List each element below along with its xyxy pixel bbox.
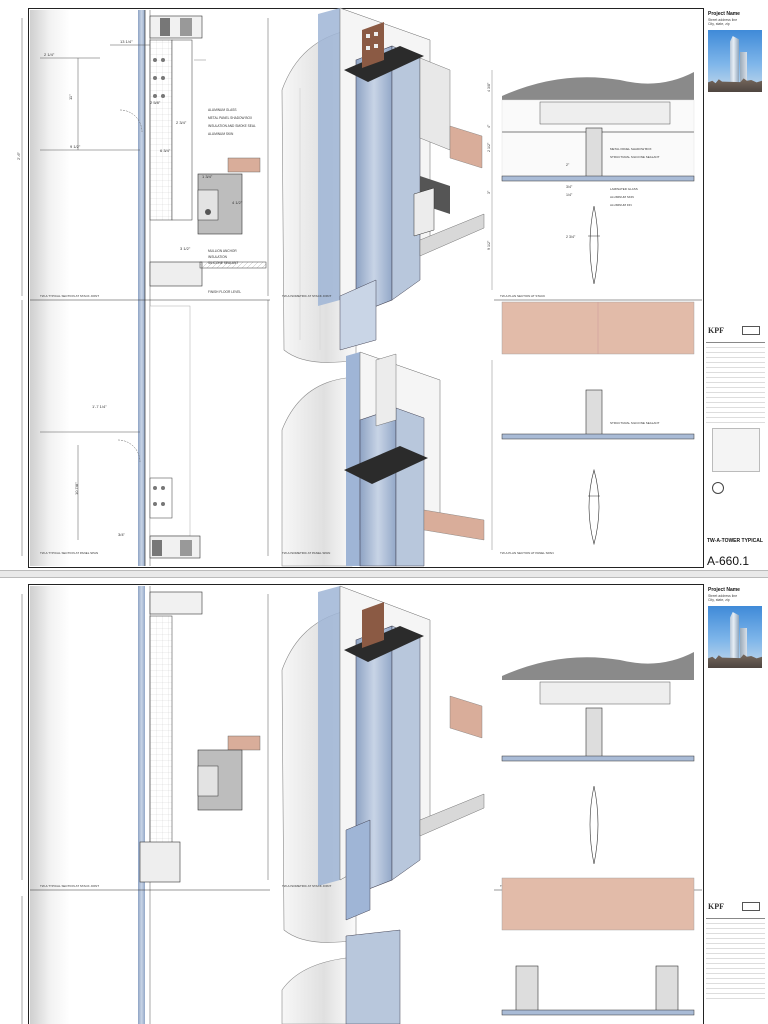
dim-label: 2'-6" — [16, 151, 21, 160]
callout-label: STRUCTURAL SILICONE SEALANT — [610, 421, 660, 425]
dim-label: 2" — [566, 163, 570, 167]
drawing-caption: TW-A ISOMETRIC AT STACK JOINT — [282, 294, 331, 298]
tower-rendering — [708, 30, 762, 92]
lower-section-detail: TW-A TYPICAL SECTION AT PANEL SPAN — [40, 305, 201, 559]
dimension-lines — [21, 18, 269, 556]
north-arrow-icon — [712, 482, 724, 494]
project-name: Project Name — [708, 11, 740, 17]
dim-label: 2 3/4" — [176, 120, 187, 125]
key-plan — [712, 428, 760, 472]
drawing-caption: TW-A TYPICAL SECTION AT STACK JOINT — [40, 294, 99, 298]
drawing-caption: TW-A TYPICAL SECTION AT PANEL SPAN — [40, 551, 98, 555]
callout-label: ALUMINUM SKIN — [610, 195, 634, 199]
callout-label: STRUCTURAL SILICONE SEALANT — [610, 155, 660, 159]
upper-section-detail — [119, 15, 267, 287]
drawing-caption: TW-A PLAN SECTION AT STACK — [500, 294, 545, 298]
page-separator — [0, 570, 768, 578]
callout-label: INSULATION — [208, 255, 228, 259]
glass-line — [138, 10, 145, 566]
revision-table — [706, 918, 765, 999]
plan-section-bottom: STRUCTURAL SILICONE SEALANT TW-A PLAN SE… — [491, 301, 695, 555]
callout-label: METAL PANEL SHADOW BOX — [208, 116, 253, 120]
drawing-caption: TW-A ISOMETRIC AT PANEL SPAN — [282, 551, 330, 555]
drawing-sheet-2: TW-A TYPICAL SECTION AT STACK JOINT TW-A… — [0, 580, 768, 1024]
wall-section-drawing: 2 1/4" 11" 2'-6" 9 1/2" 1'-7 1/4" 10 7/8… — [16, 7, 702, 567]
kpf-logo: KPF — [708, 902, 724, 911]
partner-logo — [742, 326, 760, 335]
dim-label: 11" — [68, 94, 73, 100]
dim-label: 3" — [487, 190, 491, 194]
callout-label: MULLION ANCHOR — [208, 249, 237, 253]
dim-label: 10 7/8" — [74, 482, 79, 495]
dim-label: 4" — [487, 124, 491, 128]
drawing-caption: TW-A TYPICAL SECTION AT STACK JOINT — [40, 884, 99, 888]
plan-section-top — [491, 70, 695, 290]
wall-section-drawing: TW-A TYPICAL SECTION AT STACK JOINT TW-A… — [21, 585, 702, 1024]
dim-label: 2 5/8" — [150, 100, 161, 105]
sheet-number: A-660.1 — [707, 554, 750, 568]
project-address: Street address line City, state, zip — [708, 594, 738, 602]
sheet-title: TW-A-TOWER TYPICAL — [707, 538, 763, 544]
revision-table — [706, 342, 765, 423]
project-name: Project Name — [708, 587, 740, 593]
callout-label: METAL PANEL SHADOW BOX — [610, 147, 652, 151]
drawing-sheet-1: 2 1/4" 11" 2'-6" 9 1/2" 1'-7 1/4" 10 7/8… — [16, 7, 766, 568]
callout-label: ALUMINUM FIN — [610, 203, 632, 207]
partner-logo — [742, 902, 760, 911]
facade-shading — [30, 10, 70, 566]
callout-label: SILICONE SEALANT — [208, 261, 238, 265]
dim-label: 13 1/4" — [120, 39, 133, 44]
dim-label: 3 1/2" — [180, 246, 191, 251]
dim-label: 1'-7 1/4" — [92, 404, 107, 409]
dim-label: 6 3/4" — [160, 148, 171, 153]
kpf-logo: KPF — [708, 326, 724, 335]
title-block: Project Name Street address line City, s… — [703, 584, 766, 1024]
callout-label: INSULATION AND SMOKE SEAL — [208, 124, 256, 128]
title-block: Project Name Street address line City, s… — [703, 8, 766, 568]
callout-label: ALUMINUM SKIN — [208, 132, 234, 136]
project-address: Street address line City, state, zip — [708, 18, 738, 26]
dim-label: 2 1/4" — [44, 52, 55, 57]
dim-label: 3/4" — [566, 185, 573, 189]
callout-label: ALUMINUM GLASS — [208, 108, 237, 112]
dim-label: 4 3/8" — [487, 82, 491, 92]
tower-rendering — [708, 606, 762, 668]
dim-label: 2 3/4" — [566, 235, 576, 239]
isometric-detail-top: TW-A ISOMETRIC AT STACK JOINT — [281, 7, 485, 363]
dim-label: 4 1/2" — [232, 200, 243, 205]
drawing-caption: TW-A PLAN SECTION AT PANEL SPAN — [500, 551, 554, 555]
callout-label: LAMINATED GLASS — [610, 187, 638, 191]
isometric-detail-bottom: TW-A ISOMETRIC AT PANEL SPAN — [281, 351, 485, 567]
dim-label: 2 1/2" — [487, 142, 491, 152]
callout-label: FINISH FLOOR LEVEL — [208, 290, 241, 294]
dim-label: 1/4" — [566, 193, 573, 197]
dim-label: 3/4" — [118, 532, 126, 537]
dim-label: 9 1/2" — [487, 240, 491, 250]
drawing-caption: TW-A ISOMETRIC AT STACK JOINT — [282, 884, 331, 888]
dim-label: 1 3/4" — [202, 174, 213, 179]
dim-label: 9 1/2" — [70, 144, 81, 149]
